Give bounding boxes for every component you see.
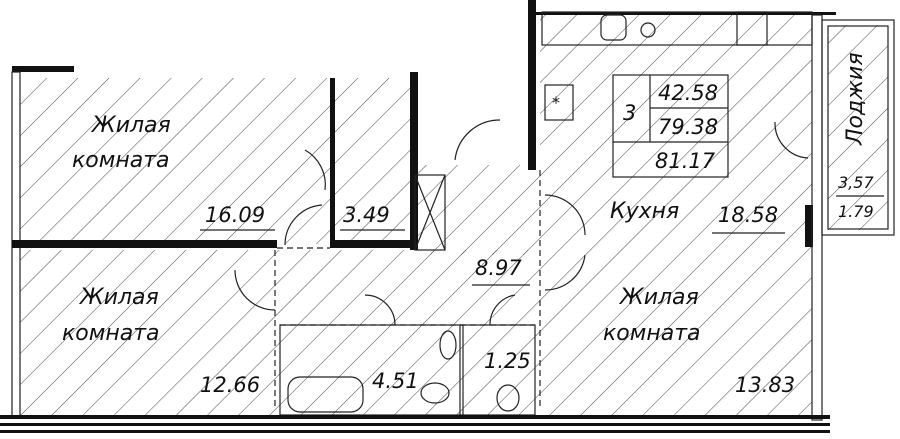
room-area: 13.83 [735,373,795,397]
room-area: 1.25 [484,349,531,373]
room-wc: 1.25 [484,349,531,373]
room-area: 12.66 [200,373,260,397]
svg-text:*: * [552,93,560,112]
bathroom-fixtures [287,330,520,413]
room-area-reduced: 1.79 [838,202,874,221]
room-name: Кухня [610,199,679,224]
sink-icon [600,14,627,41]
stove-icon [736,11,768,46]
room-closet: 3.49 [340,203,405,231]
room-hall: 8.97 [472,256,530,286]
room-area: 18.58 [718,203,778,227]
room-area: 3.49 [343,203,390,227]
room-kitchen: Кухня 18.58 [610,199,785,234]
room-living-1: Жилая комната 16.09 [72,113,275,231]
room-area: 4.51 [372,369,419,393]
bathtub-icon [287,376,364,413]
room-bathroom: 4.51 [372,369,419,393]
living-area: 42.58 [658,81,718,105]
total-area: 79.38 [658,115,718,139]
room-name: Лоджия [843,52,868,146]
toilet-icon [420,382,450,404]
doors [234,119,809,326]
room-name: Жилая [618,285,699,310]
fridge-icon [544,84,574,121]
room-name: комната [603,321,701,346]
faucet-icon [640,22,656,38]
room-loggia: Лоджия 3,57 1.79 [836,52,884,221]
room-area: 16.09 [205,203,265,227]
room-name: Жилая [78,285,159,310]
room-living-3: Жилая комната 13.83 [603,285,795,397]
room-name: Жилая [90,113,171,138]
wc-toilet-icon [496,384,520,412]
rooms-count: 3 [623,101,636,125]
total-with-loggia: 81.17 [655,149,716,173]
room-area: 3,57 [838,173,874,192]
kitchen-fixtures: * [541,11,813,121]
washbasin-icon [439,330,457,360]
room-name: комната [62,321,160,346]
apartment-summary: 3 42.58 79.38 81.17 [612,74,729,178]
room-name: комната [72,148,170,173]
room-living-2: Жилая комната 12.66 [62,285,260,397]
room-area: 8.97 [475,256,522,280]
